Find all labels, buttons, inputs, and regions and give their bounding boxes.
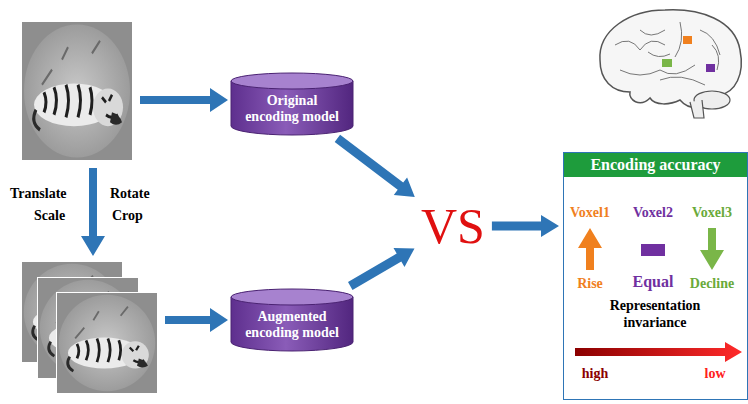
model-label: Original encoding model [239, 93, 345, 125]
text-label: Representation invariance [580, 298, 730, 332]
encoding-model-cylinder: Original encoding model [230, 72, 354, 136]
versus-mark: VS [418, 198, 488, 254]
flow-arrow [165, 308, 228, 332]
text-label: Equal [633, 272, 674, 291]
flow-arrow [492, 215, 559, 237]
text-label: Crop [112, 208, 143, 225]
text-label: Voxel1 [570, 205, 610, 222]
text-label: Scale [34, 208, 65, 225]
brain-drawing [600, 10, 741, 118]
decline-arrow [700, 228, 724, 270]
panel-header: Encoding accuracy [564, 153, 747, 177]
text-label: Rise [577, 276, 603, 293]
rise-arrow [578, 228, 602, 270]
text-label: Decline [690, 276, 734, 293]
versus-text: VS [421, 198, 485, 254]
text-label: low [705, 366, 726, 383]
invariance-arrow [575, 342, 742, 362]
text-label: Translate [10, 186, 67, 203]
encoding-model-cylinder: Augmented encoding model [230, 288, 354, 352]
model-label: Augmented encoding model [239, 309, 345, 341]
text-label: Voxel2 [633, 205, 673, 222]
flow-arrow [81, 168, 105, 256]
flow-arrow [348, 248, 415, 290]
tiger-image [22, 22, 132, 160]
augmented-images [21, 261, 158, 394]
equal-bar [641, 244, 665, 256]
flow-arrow [140, 88, 228, 112]
text-label: Voxel3 [692, 205, 732, 222]
text-label: Rotate [110, 186, 150, 203]
flow-arrow [335, 135, 415, 197]
text-label: high [582, 366, 608, 383]
